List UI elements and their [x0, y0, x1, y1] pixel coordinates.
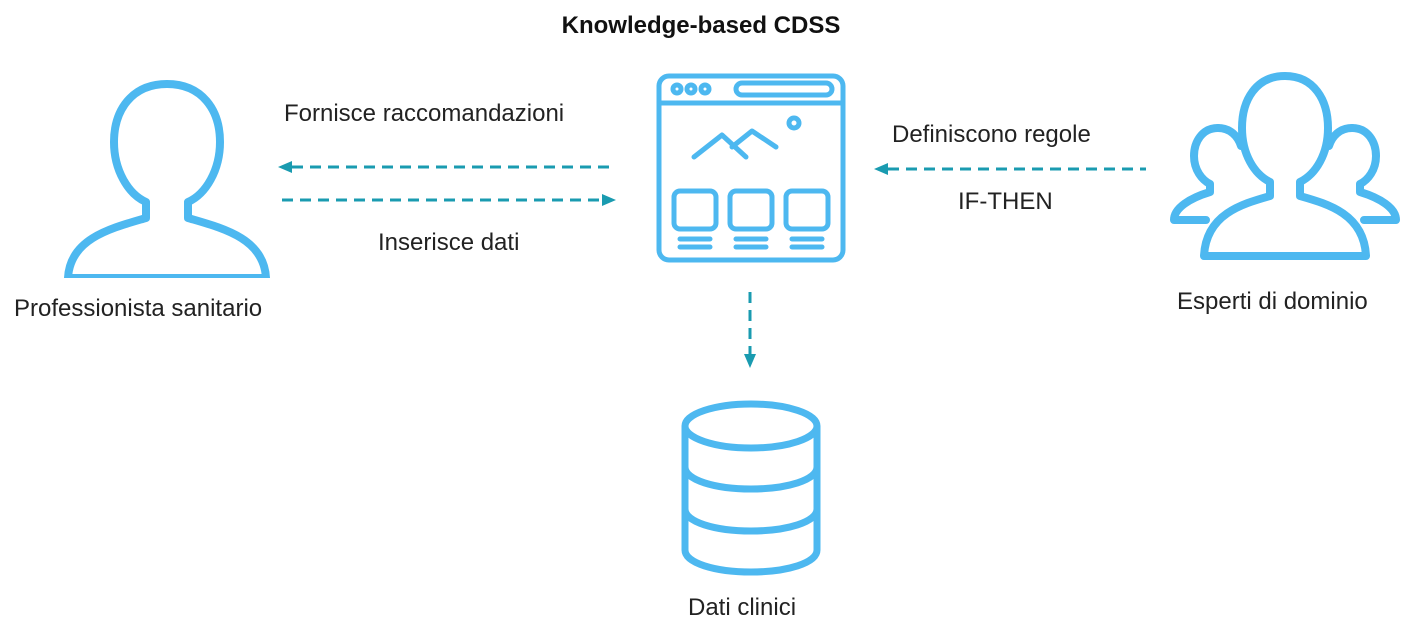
- database-icon: [681, 400, 821, 576]
- diagram-title: Knowledge-based CDSS: [561, 12, 841, 39]
- application-window-icon: [656, 73, 846, 263]
- input-data-label: Inserisce dati: [378, 229, 520, 256]
- professional-label: Professionista sanitario: [14, 295, 263, 322]
- rules-arrow: [874, 163, 1146, 175]
- database-arrow: [744, 292, 756, 368]
- input-data-arrow: [282, 194, 616, 206]
- recommendations-label: Fornisce raccomandazioni: [284, 100, 565, 127]
- user-icon: [64, 80, 270, 278]
- rules-sublabel: IF-THEN: [958, 188, 1053, 215]
- database-label: Dati clinici: [688, 594, 797, 621]
- recommendations-arrow: [278, 161, 616, 173]
- experts-label: Esperti di dominio: [1177, 288, 1368, 315]
- rules-label: Definiscono regole: [892, 121, 1091, 148]
- user-group-icon: [1170, 72, 1400, 260]
